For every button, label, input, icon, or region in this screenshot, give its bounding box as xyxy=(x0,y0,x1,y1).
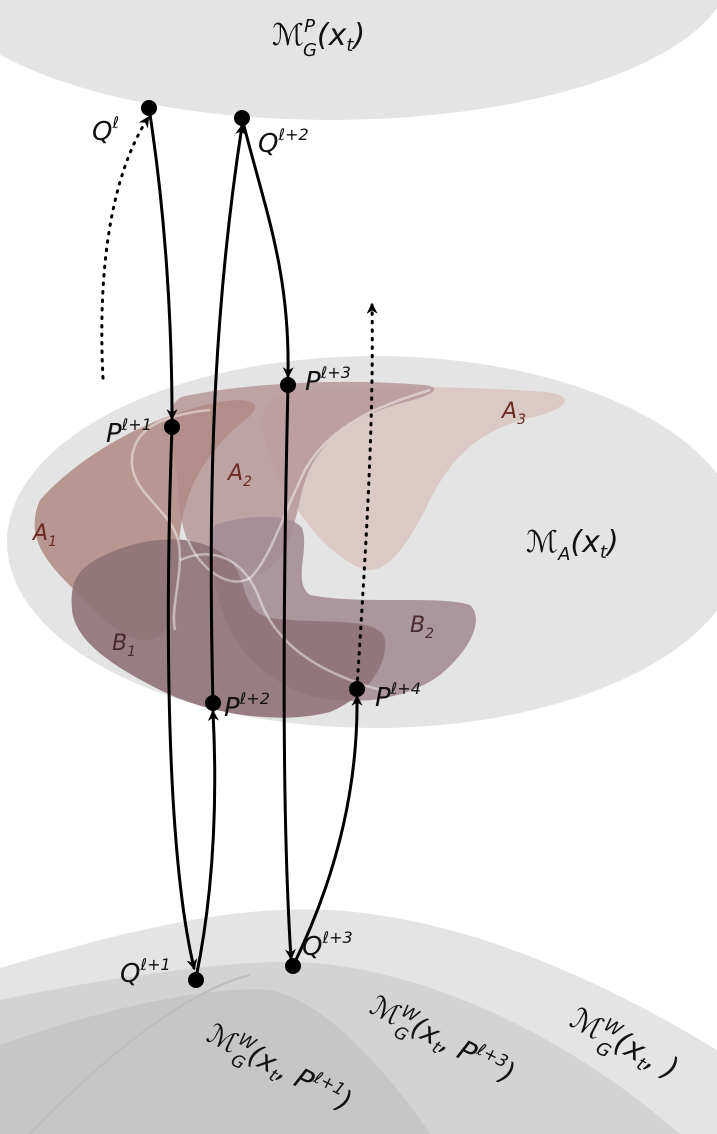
point-Q-l2 xyxy=(234,110,250,126)
arrow-P-l1-to-Q-l1 xyxy=(166,425,198,971)
region-B1-shape xyxy=(71,539,386,718)
manifold-bot-curve xyxy=(29,974,251,1134)
region-outline-B xyxy=(179,553,381,692)
arrow-Q-l2-to-P-l3 xyxy=(240,116,294,379)
label-region-B1: B1 xyxy=(112,631,136,660)
label-region-A1: A1 xyxy=(31,521,57,550)
arrow-P-l3-to-Q-l3 xyxy=(282,383,296,961)
label-manifold-mid: ℳA(xt) xyxy=(526,525,619,565)
manifold-bot-inner-shape xyxy=(0,989,430,1134)
point-P-l4 xyxy=(349,681,365,697)
label-point-P-l4: Pℓ+4 xyxy=(375,679,421,713)
label-point-P-l2: Pℓ+2 xyxy=(224,689,270,723)
label-point-Q-l2: Qℓ+2 xyxy=(258,125,309,159)
label-region-A3: A3 xyxy=(500,399,526,428)
point-Q-l3 xyxy=(285,958,301,974)
arrow-P-l2-to-Q-l2 xyxy=(209,123,247,705)
manifold-top-shape xyxy=(0,0,717,120)
region-outline-A1 xyxy=(130,408,211,631)
label-point-P-l3: Pℓ+3 xyxy=(305,363,351,397)
point-Q-l1 xyxy=(188,972,204,988)
label-region-A2: A2 xyxy=(226,461,252,490)
label-point-Q-l3: Qℓ+3 xyxy=(302,928,353,962)
point-P-l3 xyxy=(280,377,296,393)
label-point-Q-l1: Qℓ+1 xyxy=(120,955,171,989)
point-Q-l xyxy=(141,100,157,116)
arrow-Q-l1-to-P-l2 xyxy=(194,709,219,980)
label-point-P-l1: Pℓ+1 xyxy=(106,415,152,449)
arrow-Q-l-to-P-l1 xyxy=(147,106,178,421)
dotted-arrow-to-Q-l xyxy=(100,116,150,380)
point-P-l1 xyxy=(164,419,180,435)
point-P-l2 xyxy=(205,695,221,711)
label-region-B2: B2 xyxy=(410,613,434,642)
arrow-Q-l3-to-P-l4 xyxy=(291,694,363,968)
label-point-Q-l: Qℓ xyxy=(92,113,119,147)
dotted-arrow-from-P-l4 xyxy=(355,302,378,690)
